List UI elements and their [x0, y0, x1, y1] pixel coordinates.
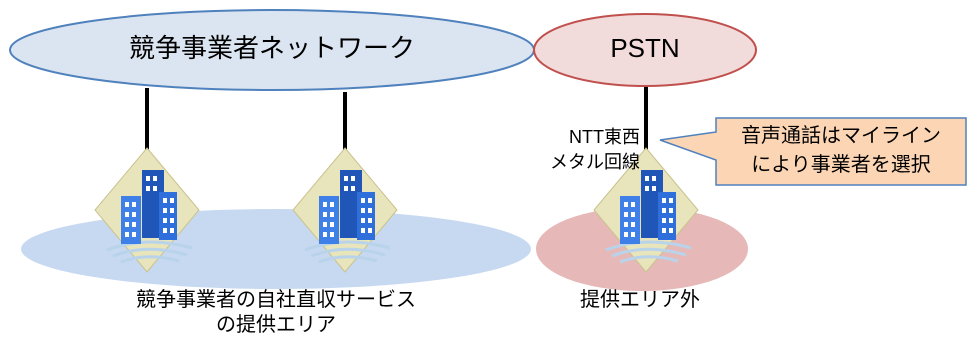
- ntt-line-label-2: メタル回線: [550, 152, 640, 172]
- callout-text-line-2: により事業者を選択: [751, 154, 931, 176]
- callout-text-line-1: 音声通話はマイライン: [741, 125, 941, 147]
- callout-box: [659, 117, 967, 186]
- competitor-service-area: [21, 209, 531, 289]
- competitor-area-label-1: 競争事業者の自社直収サービス: [136, 289, 416, 311]
- competitor-network-label: 競争事業者ネットワーク: [128, 33, 415, 63]
- competitor-area-label-2: の提供エリア: [216, 314, 336, 336]
- outside-area-label: 提供エリア外: [580, 289, 700, 311]
- pstn-cloud: [533, 13, 757, 87]
- ntt-line-label-1: NTT東西: [569, 127, 640, 147]
- pstn-label: PSTN: [610, 33, 680, 63]
